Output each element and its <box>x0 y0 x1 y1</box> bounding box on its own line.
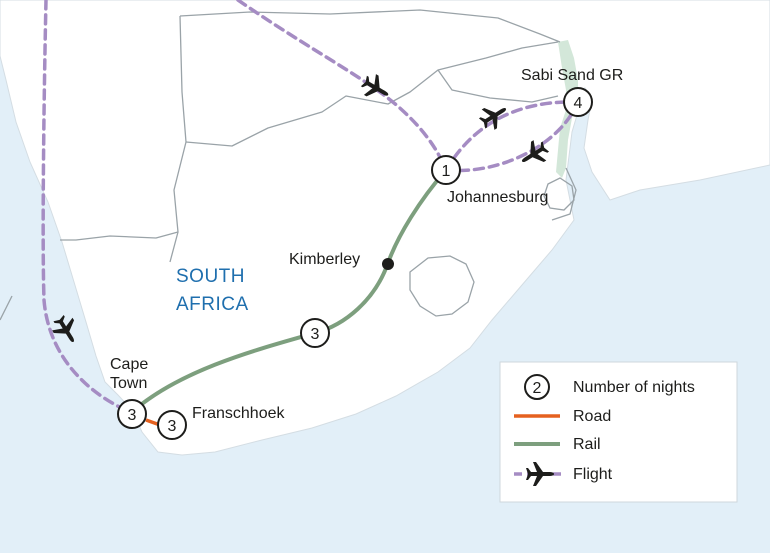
rail-route <box>130 168 448 414</box>
legend-flight-label: Flight <box>573 466 613 483</box>
legend: 2 Number of nights Road Rail Flight <box>499 361 738 503</box>
lesotho-border <box>409 255 475 317</box>
label-kimberley: Kimberley <box>289 251 360 268</box>
label-johannesburg: Johannesburg <box>447 189 548 206</box>
legend-item-nights: 2 Number of nights <box>524 374 695 400</box>
label-sabi-sand: Sabi Sand GR <box>521 67 623 84</box>
night-marker-sabi-sand: 4 <box>563 87 593 117</box>
legend-item-road: Road <box>514 408 611 425</box>
night-marker-johannesburg: 1 <box>431 155 461 185</box>
legend-nights-sample: 2 <box>533 380 542 397</box>
legend-item-flight: Flight <box>514 462 613 486</box>
kimberley-marker <box>382 258 394 270</box>
night-count: 3 <box>168 418 177 435</box>
night-marker-rail-stop: 3 <box>300 318 330 348</box>
night-count: 1 <box>442 163 451 180</box>
country-label-line-2: AFRICA <box>176 294 249 315</box>
night-marker-cape-town: 3 <box>117 399 147 429</box>
flight-route-johannesburg-sabi-sand <box>444 100 580 172</box>
country-borders <box>0 9 577 321</box>
flight-route-sabi-sand-johannesburg <box>444 100 580 173</box>
night-count: 4 <box>574 95 583 112</box>
flight-route-north-johannesburg <box>236 0 448 172</box>
label-cape-town-line-1: Cape <box>110 356 148 373</box>
legend-nights-label: Number of nights <box>573 379 695 396</box>
flight-routes <box>41 0 580 414</box>
label-cape-town-line-2: Town <box>110 375 147 392</box>
country-label-line-1: SOUTH <box>176 266 245 287</box>
legend-road-label: Road <box>573 408 611 425</box>
night-count: 3 <box>311 326 320 343</box>
night-count: 3 <box>128 407 137 424</box>
flight-route-north-cape-town <box>41 0 132 414</box>
eswatini-border <box>543 177 575 211</box>
legend-item-rail: Rail <box>514 436 601 453</box>
label-franschhoek: Franschhoek <box>192 405 285 422</box>
night-marker-franschhoek: 3 <box>157 410 187 440</box>
legend-rail-label: Rail <box>573 436 601 453</box>
land-mass <box>0 0 770 456</box>
